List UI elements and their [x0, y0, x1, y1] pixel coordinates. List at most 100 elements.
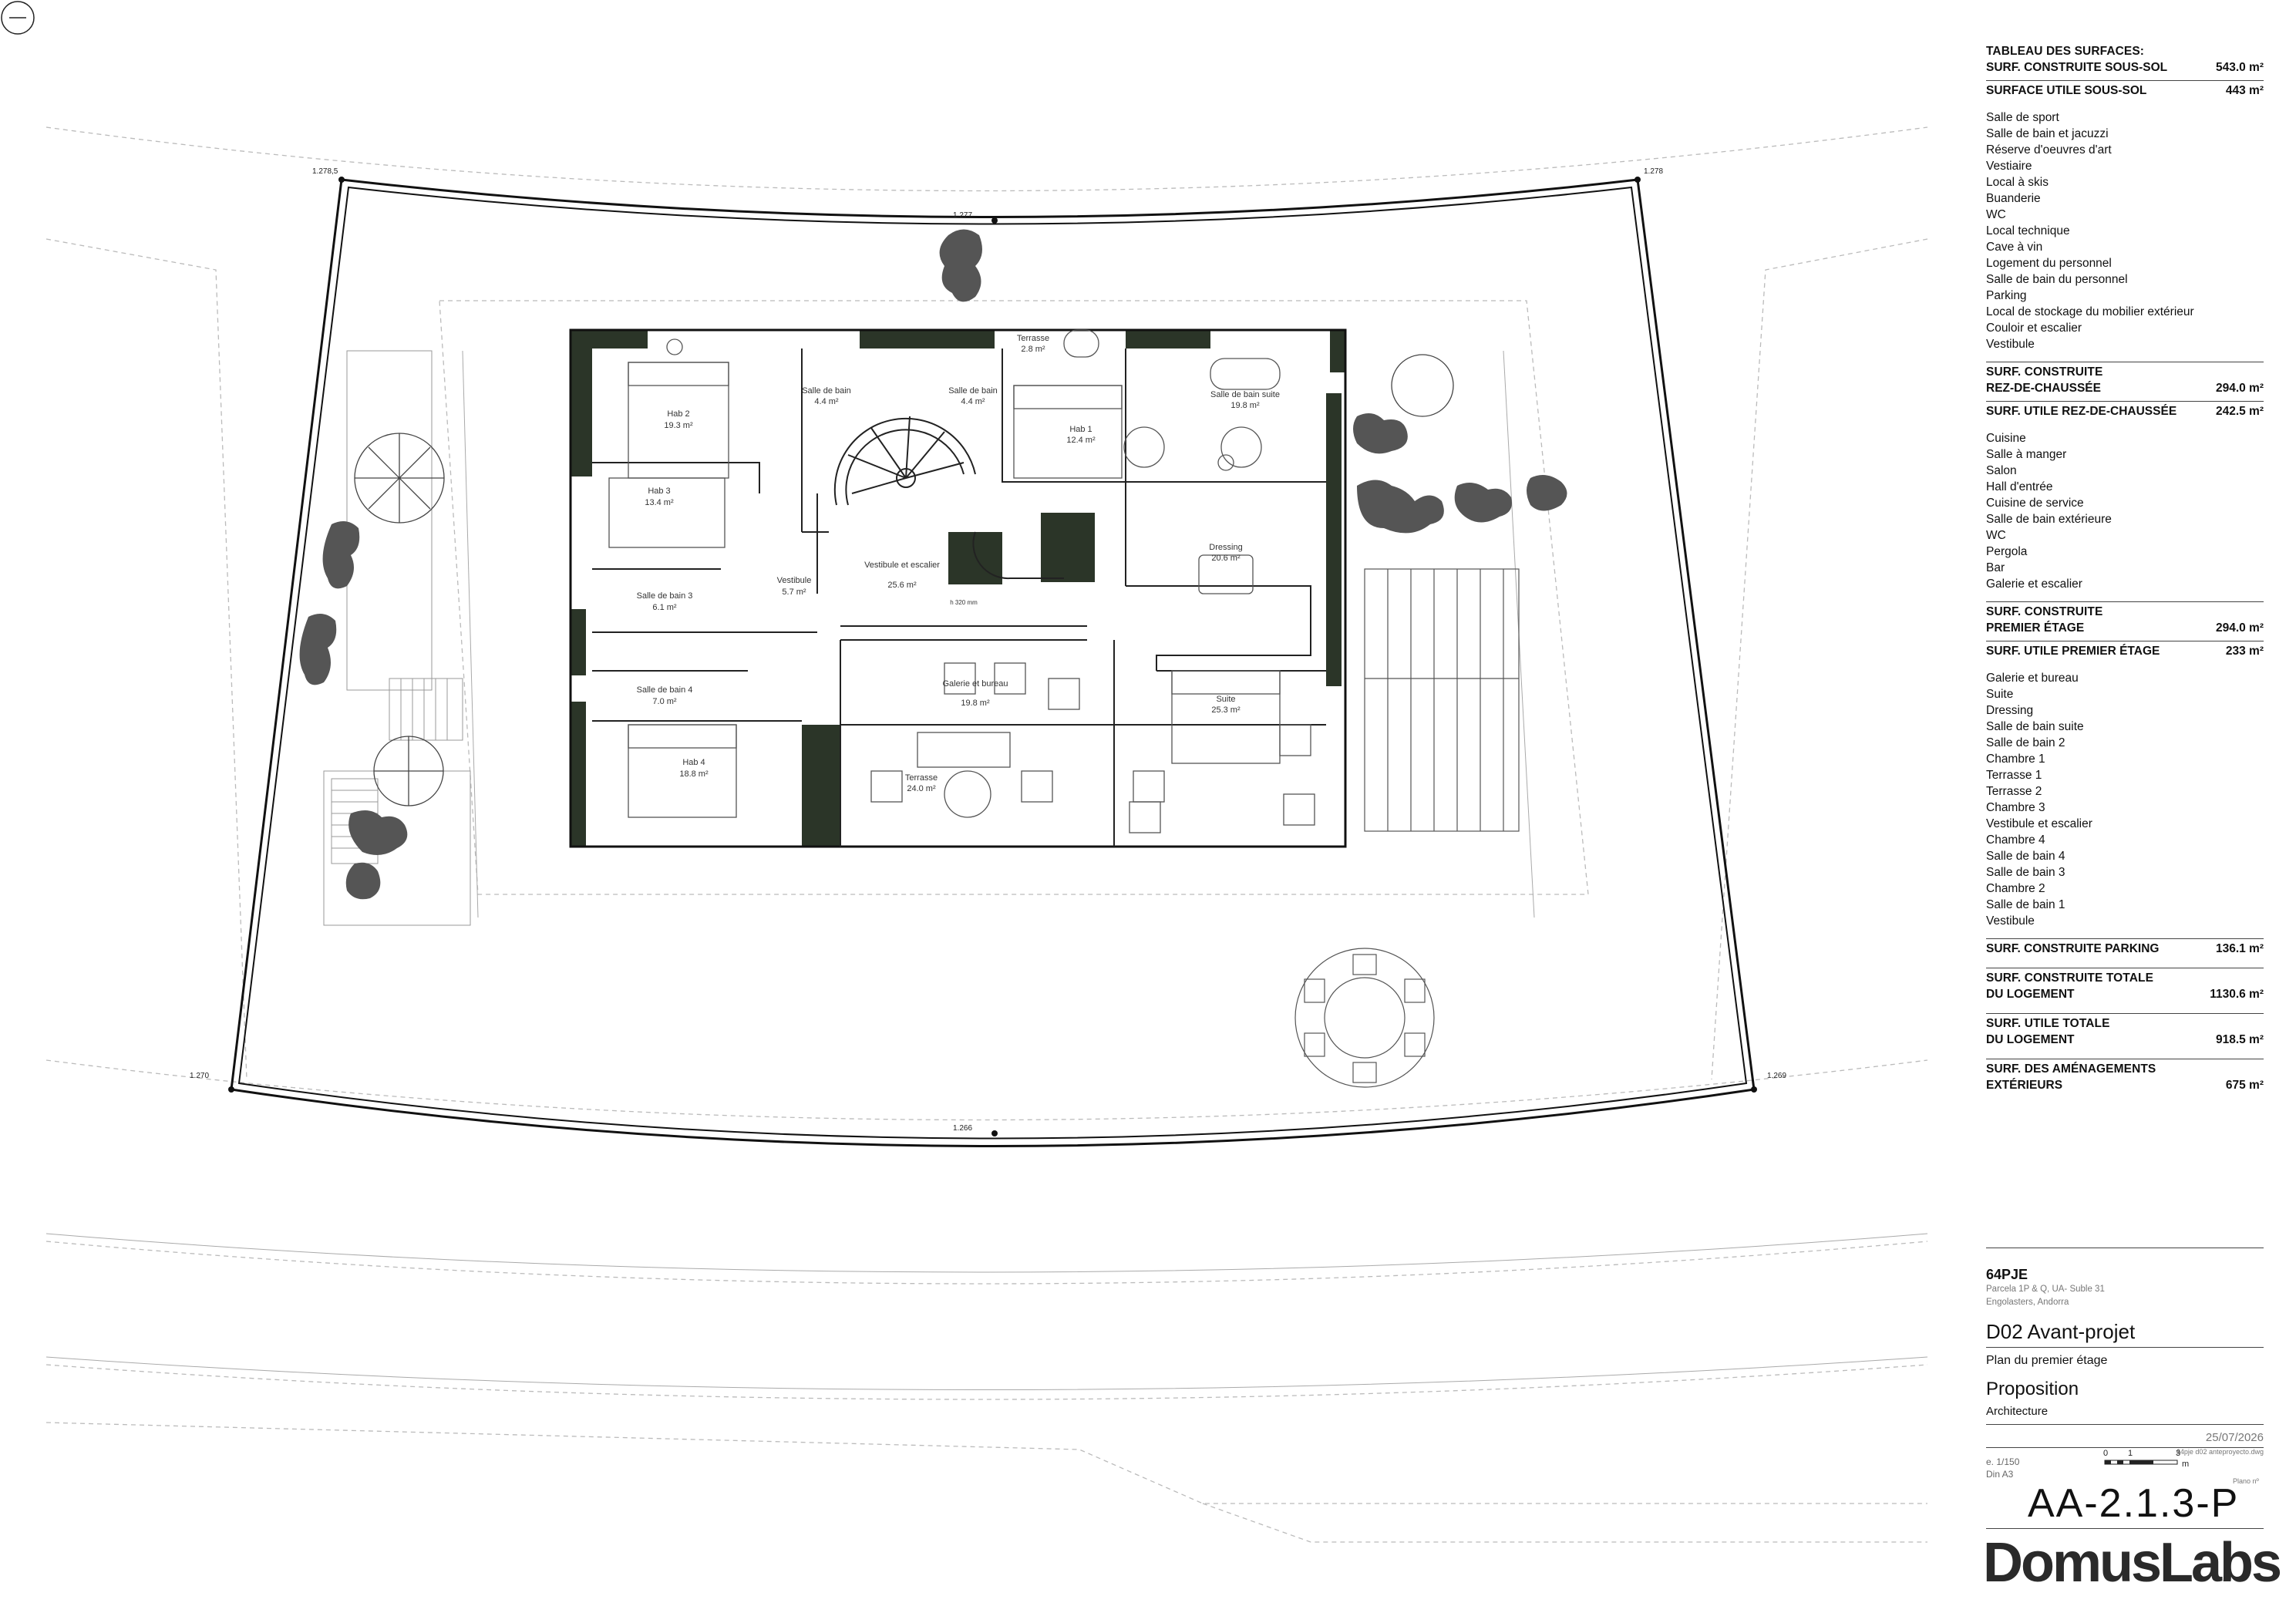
list-item: Dressing [1986, 704, 2034, 717]
room-name: Salle de bain suite [1210, 390, 1280, 399]
trees [354, 354, 1454, 806]
list-item: Couloir et escalier [1986, 322, 2082, 335]
list-item: Terrasse 1 [1986, 769, 2042, 782]
row-totale-utile: DU LOGEMENT 918.5 m² [1986, 1032, 2264, 1048]
room-name: Vestibule [777, 576, 812, 585]
list-item: WC [1986, 208, 2006, 221]
status: Proposition [1986, 1379, 2079, 1399]
level-bottom-right: 1.269 [1767, 1072, 1786, 1080]
list-item: Local de stockage du mobilier extérieur [1986, 305, 2194, 318]
list-item: Réserve d'oeuvres d'art [1986, 143, 2112, 157]
rdc-list: Cuisine Salle à manger Salon Hall d'entr… [1986, 430, 2264, 592]
date: 25/07/2026 [1986, 1431, 2264, 1448]
stair-height-label: h 320 mm [950, 599, 978, 606]
label: DU LOGEMENT [1986, 988, 2075, 1001]
room-name: Salle de bain [802, 386, 851, 396]
scale-info: e. 1/150 Din A3 [1986, 1456, 2019, 1480]
room-area: 4.4 m² [961, 397, 985, 406]
label: EXTÉRIEURS [1986, 1079, 2063, 1092]
pergola [1364, 568, 1520, 832]
scale-bar: 0 1 3 m Plano nº [2103, 1449, 2260, 1485]
room-area: 12.4 m² [1066, 436, 1096, 445]
list-item: Suite [1986, 688, 2014, 701]
room-area: 19.8 m² [961, 699, 990, 708]
list-item: Salle de bain 2 [1986, 736, 2065, 749]
interior-walls [592, 349, 1326, 847]
plan-name: Plan du premier étage [1986, 1354, 2108, 1367]
row-construite-premier: PREMIER ÉTAGE 294.0 m² [1986, 620, 2264, 636]
room-area: 4.4 m² [814, 397, 839, 406]
label: SURF. UTILE REZ-DE-CHAUSSÉE [1986, 405, 2177, 418]
row-construite-rdc: REZ-DE-CHAUSSÉE 294.0 m² [1986, 380, 2264, 396]
drawing-code: AA-2.1.3-P [2028, 1481, 2240, 1526]
value: 918.5 m² [2215, 1033, 2264, 1046]
premier-list: Galerie et bureau Suite Dressing Salle d… [1986, 670, 2264, 929]
spiral-stair [833, 416, 1064, 580]
label: SURF. UTILE TOTALE [1986, 1017, 2110, 1030]
value: 1130.6 m² [2210, 988, 2264, 1001]
list-item: Parking [1986, 289, 2027, 302]
list-item: Chambre 4 [1986, 833, 2045, 847]
scale: e. 1/150 [1986, 1456, 2020, 1467]
sous-sol-list: Salle de sport Salle de bain et jacuzzi … [1986, 109, 2264, 352]
list-item: Logement du personnel [1986, 257, 2112, 270]
room-area: 25.3 m² [1211, 705, 1241, 715]
list-item: Cave à vin [1986, 241, 2043, 254]
row-utile-rdc: SURF. UTILE REZ-DE-CHAUSSÉE 242.5 m² [1986, 403, 2264, 419]
list-item: Terrasse 2 [1986, 785, 2042, 798]
list-item: Pergola [1986, 545, 2028, 558]
room-name: Hab 3 [648, 487, 670, 496]
list-item: Salle à manger [1986, 448, 2067, 461]
scale-tick: 1 [2128, 1449, 2133, 1458]
label: SURF. CONSTRUITE TOTALE [1986, 971, 2154, 985]
list-item: Salle de bain et jacuzzi [1986, 127, 2109, 140]
room-labels: Hab 2 19.3 m² Hab 3 13.4 m² Salle de bai… [637, 334, 1280, 793]
room-area: 18.8 m² [679, 769, 709, 779]
surface-table: TABLEAU DES SURFACES: SURF. CONSTRUITE S… [1986, 43, 2264, 1093]
label: SURFACE UTILE SOUS-SOL [1986, 84, 2147, 97]
list-item: Bar [1986, 561, 2005, 574]
room-area: 2.8 m² [1021, 345, 1045, 354]
value: 294.0 m² [2215, 382, 2264, 395]
value: 233 m² [2225, 645, 2264, 658]
row-totale-construite: DU LOGEMENT 1130.6 m² [1986, 986, 2264, 1002]
row-utile-sous-sol: SURFACE UTILE SOUS-SOL 443 m² [1986, 82, 2264, 99]
room-name: Hab 2 [667, 409, 689, 419]
list-item: Vestibule et escalier [1986, 817, 2092, 830]
label: SURF. CONSTRUITE PARKING [1986, 942, 2160, 955]
label: REZ-DE-CHAUSSÉE [1986, 382, 2101, 395]
room-name: Terrasse [905, 773, 938, 783]
discipline: Architecture [1986, 1405, 2264, 1425]
room-area: 6.1 m² [652, 603, 677, 612]
brand-logo: DomusLabs [1983, 1532, 2282, 1594]
level-top-center: 1.277 [953, 211, 972, 220]
project-code: 64PJE [1986, 1267, 2028, 1282]
level-top-left: 1.278,5 [312, 167, 338, 176]
list-item: Salle de bain extérieure [1986, 513, 2112, 526]
room-area: 7.0 m² [652, 697, 677, 706]
room-name: Salle de bain [948, 386, 998, 396]
list-item: Chambre 1 [1986, 753, 2045, 766]
value: 294.0 m² [2215, 621, 2264, 635]
list-item: Local à skis [1986, 176, 2049, 189]
value: 136.1 m² [2215, 942, 2264, 955]
scale-tick: 0 [2103, 1449, 2108, 1458]
list-item: Salle de bain suite [1986, 720, 2084, 733]
room-area: 5.7 m² [782, 588, 806, 597]
room-name: Salle de bain 3 [637, 591, 693, 601]
north-arrow-icon [1, 1, 35, 35]
list-item: Salle de bain 4 [1986, 850, 2065, 863]
list-item: Galerie et bureau [1986, 672, 2079, 685]
room-area: 19.3 m² [664, 421, 693, 430]
value: 675 m² [2225, 1079, 2264, 1092]
value: 242.5 m² [2215, 405, 2264, 418]
phase-title: D02 Avant-projet [1986, 1320, 2264, 1348]
label: PREMIER ÉTAGE [1986, 621, 2085, 635]
row-parking: SURF. CONSTRUITE PARKING 136.1 m² [1986, 941, 2264, 957]
room-name: Salle de bain 4 [637, 685, 693, 695]
file-name: 64pje d02 anteproyecto.dwg [2176, 1448, 2264, 1456]
label: SURF. DES AMÉNAGEMENTS [1986, 1062, 2156, 1076]
list-item: WC [1986, 529, 2006, 542]
level-bottom-center: 1.266 [953, 1124, 972, 1133]
list-item: Buanderie [1986, 192, 2041, 205]
